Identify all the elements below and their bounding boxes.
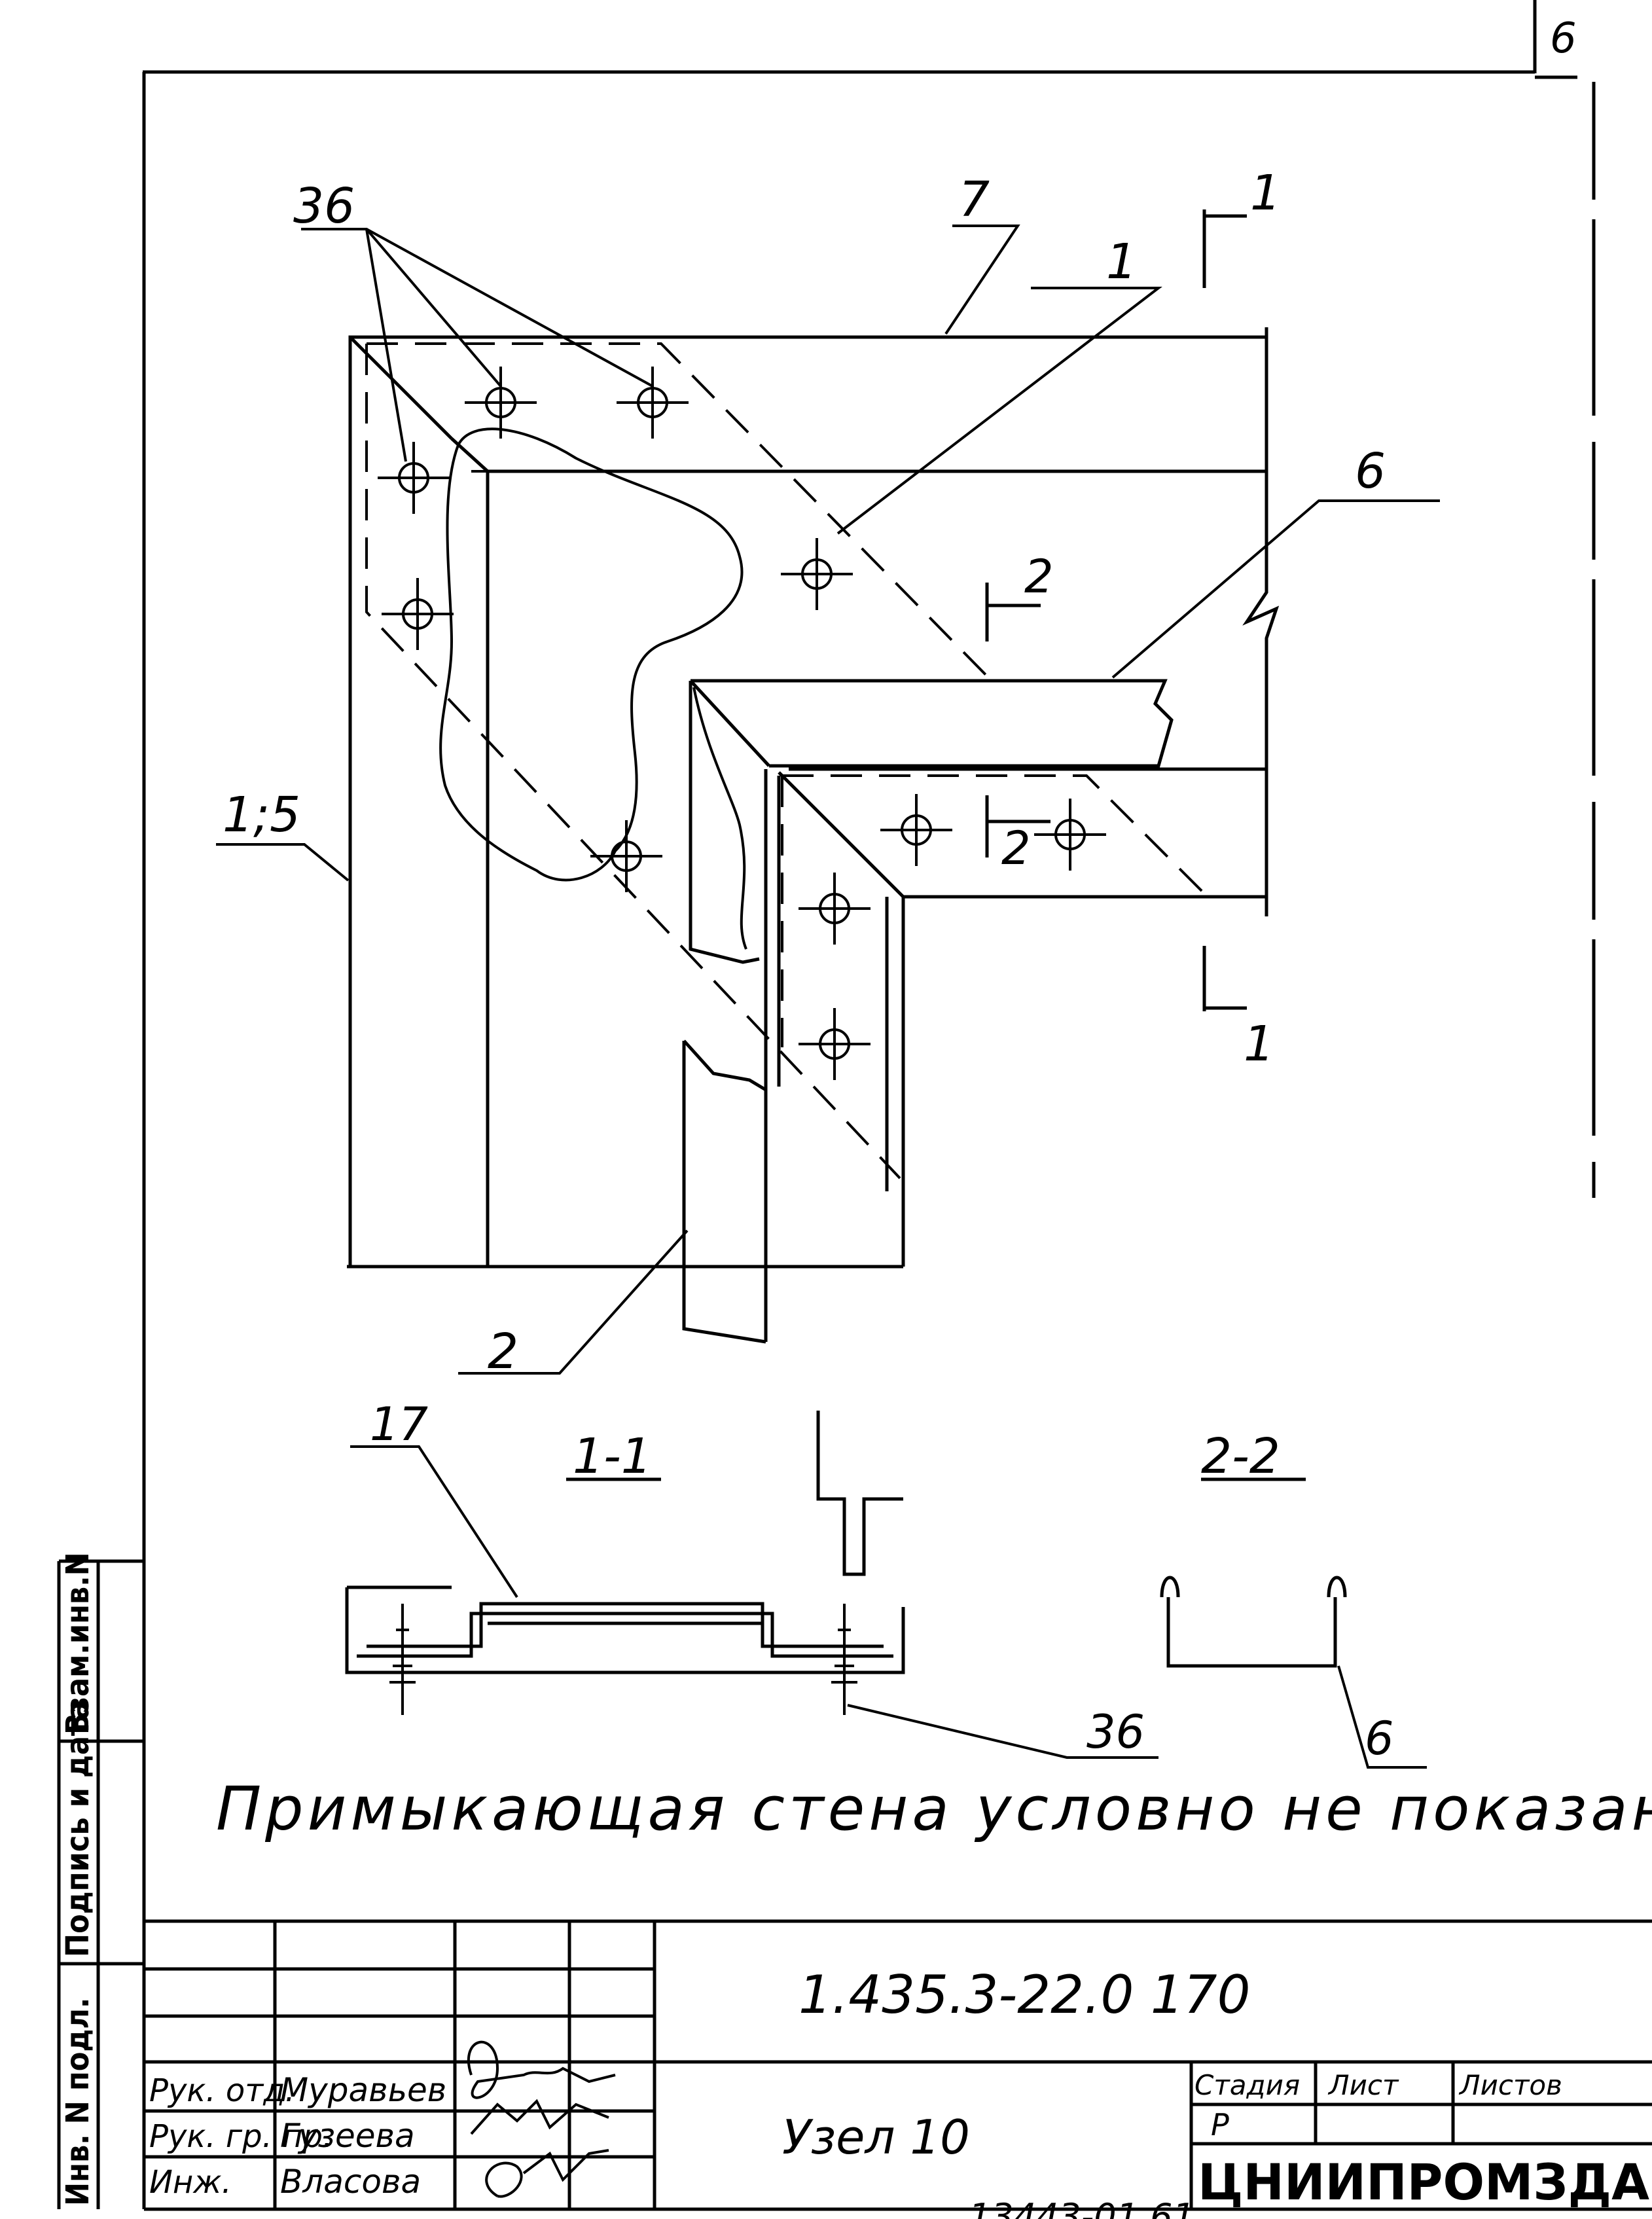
callout-2: 2 [488,1324,518,1380]
section-mark-1-bottom: 1 [1244,1016,1274,1072]
leader-lines [216,225,1440,1375]
callout-6-section: 6 [1365,1712,1394,1765]
organization-name: ЦНИИПРОМЗДА [1198,2153,1649,2211]
name-engineer: Власова [280,2163,421,2201]
sheet-frame [142,0,1596,2209]
role-head-department: Рук. отд. [149,2072,295,2109]
plan-view [216,209,1440,1375]
callout-36: 36 [293,178,355,234]
section-mark-2-top: 2 [1024,550,1054,604]
callout-6: 6 [1355,443,1386,499]
col-sheets: Листов [1458,2069,1562,2101]
role-engineer: Инж. [149,2164,232,2201]
side-podpis-data: Подпись и дата [60,1701,96,1957]
callout-7: 7 [959,171,990,228]
section-cut-1-1 [1202,209,1247,1011]
title-block [144,1919,1652,2211]
section-1-1-title: 1-1 [573,1428,652,1485]
callout-1: 1 [1106,234,1137,290]
side-inv-podl: Инв. N подл. [60,1998,96,2206]
section-cut-2-2 [985,583,1050,857]
note-text: Примыкающая стена условно не показана [216,1774,1652,1844]
bottom-code: 13443-01 61 [969,2196,1195,2219]
section-2-2-drawing [1160,1477,1427,1769]
page-mark: 6 [1550,14,1577,63]
col-sheet: Лист [1327,2069,1399,2101]
side-inv-zam: Взам.инв.N [60,1552,96,1735]
section-2-2-title: 2-2 [1201,1428,1280,1485]
document-code: 1.435.3-22.0 170 [799,1964,1250,2025]
stage-value: Р [1211,2107,1229,2142]
name-group-leader: Гузеева [280,2117,415,2155]
callout-36-section: 36 [1086,1705,1145,1759]
section-mark-1-top: 1 [1250,165,1281,221]
bolt-holes [378,367,1106,1080]
section-mark-2-bottom: 2 [1001,821,1031,875]
section-1-1-drawing [345,1411,1158,1759]
name-head-department: Муравьев [280,2071,446,2109]
role-group-leader: Рук. гр. пр. [149,2118,332,2155]
callout-1-5: 1;5 [223,787,300,843]
callout-17: 17 [370,1398,428,1451]
side-strip [57,1559,144,2209]
drawing-title: Узел 10 [782,2110,970,2165]
col-stage: Стадия [1194,2069,1300,2101]
